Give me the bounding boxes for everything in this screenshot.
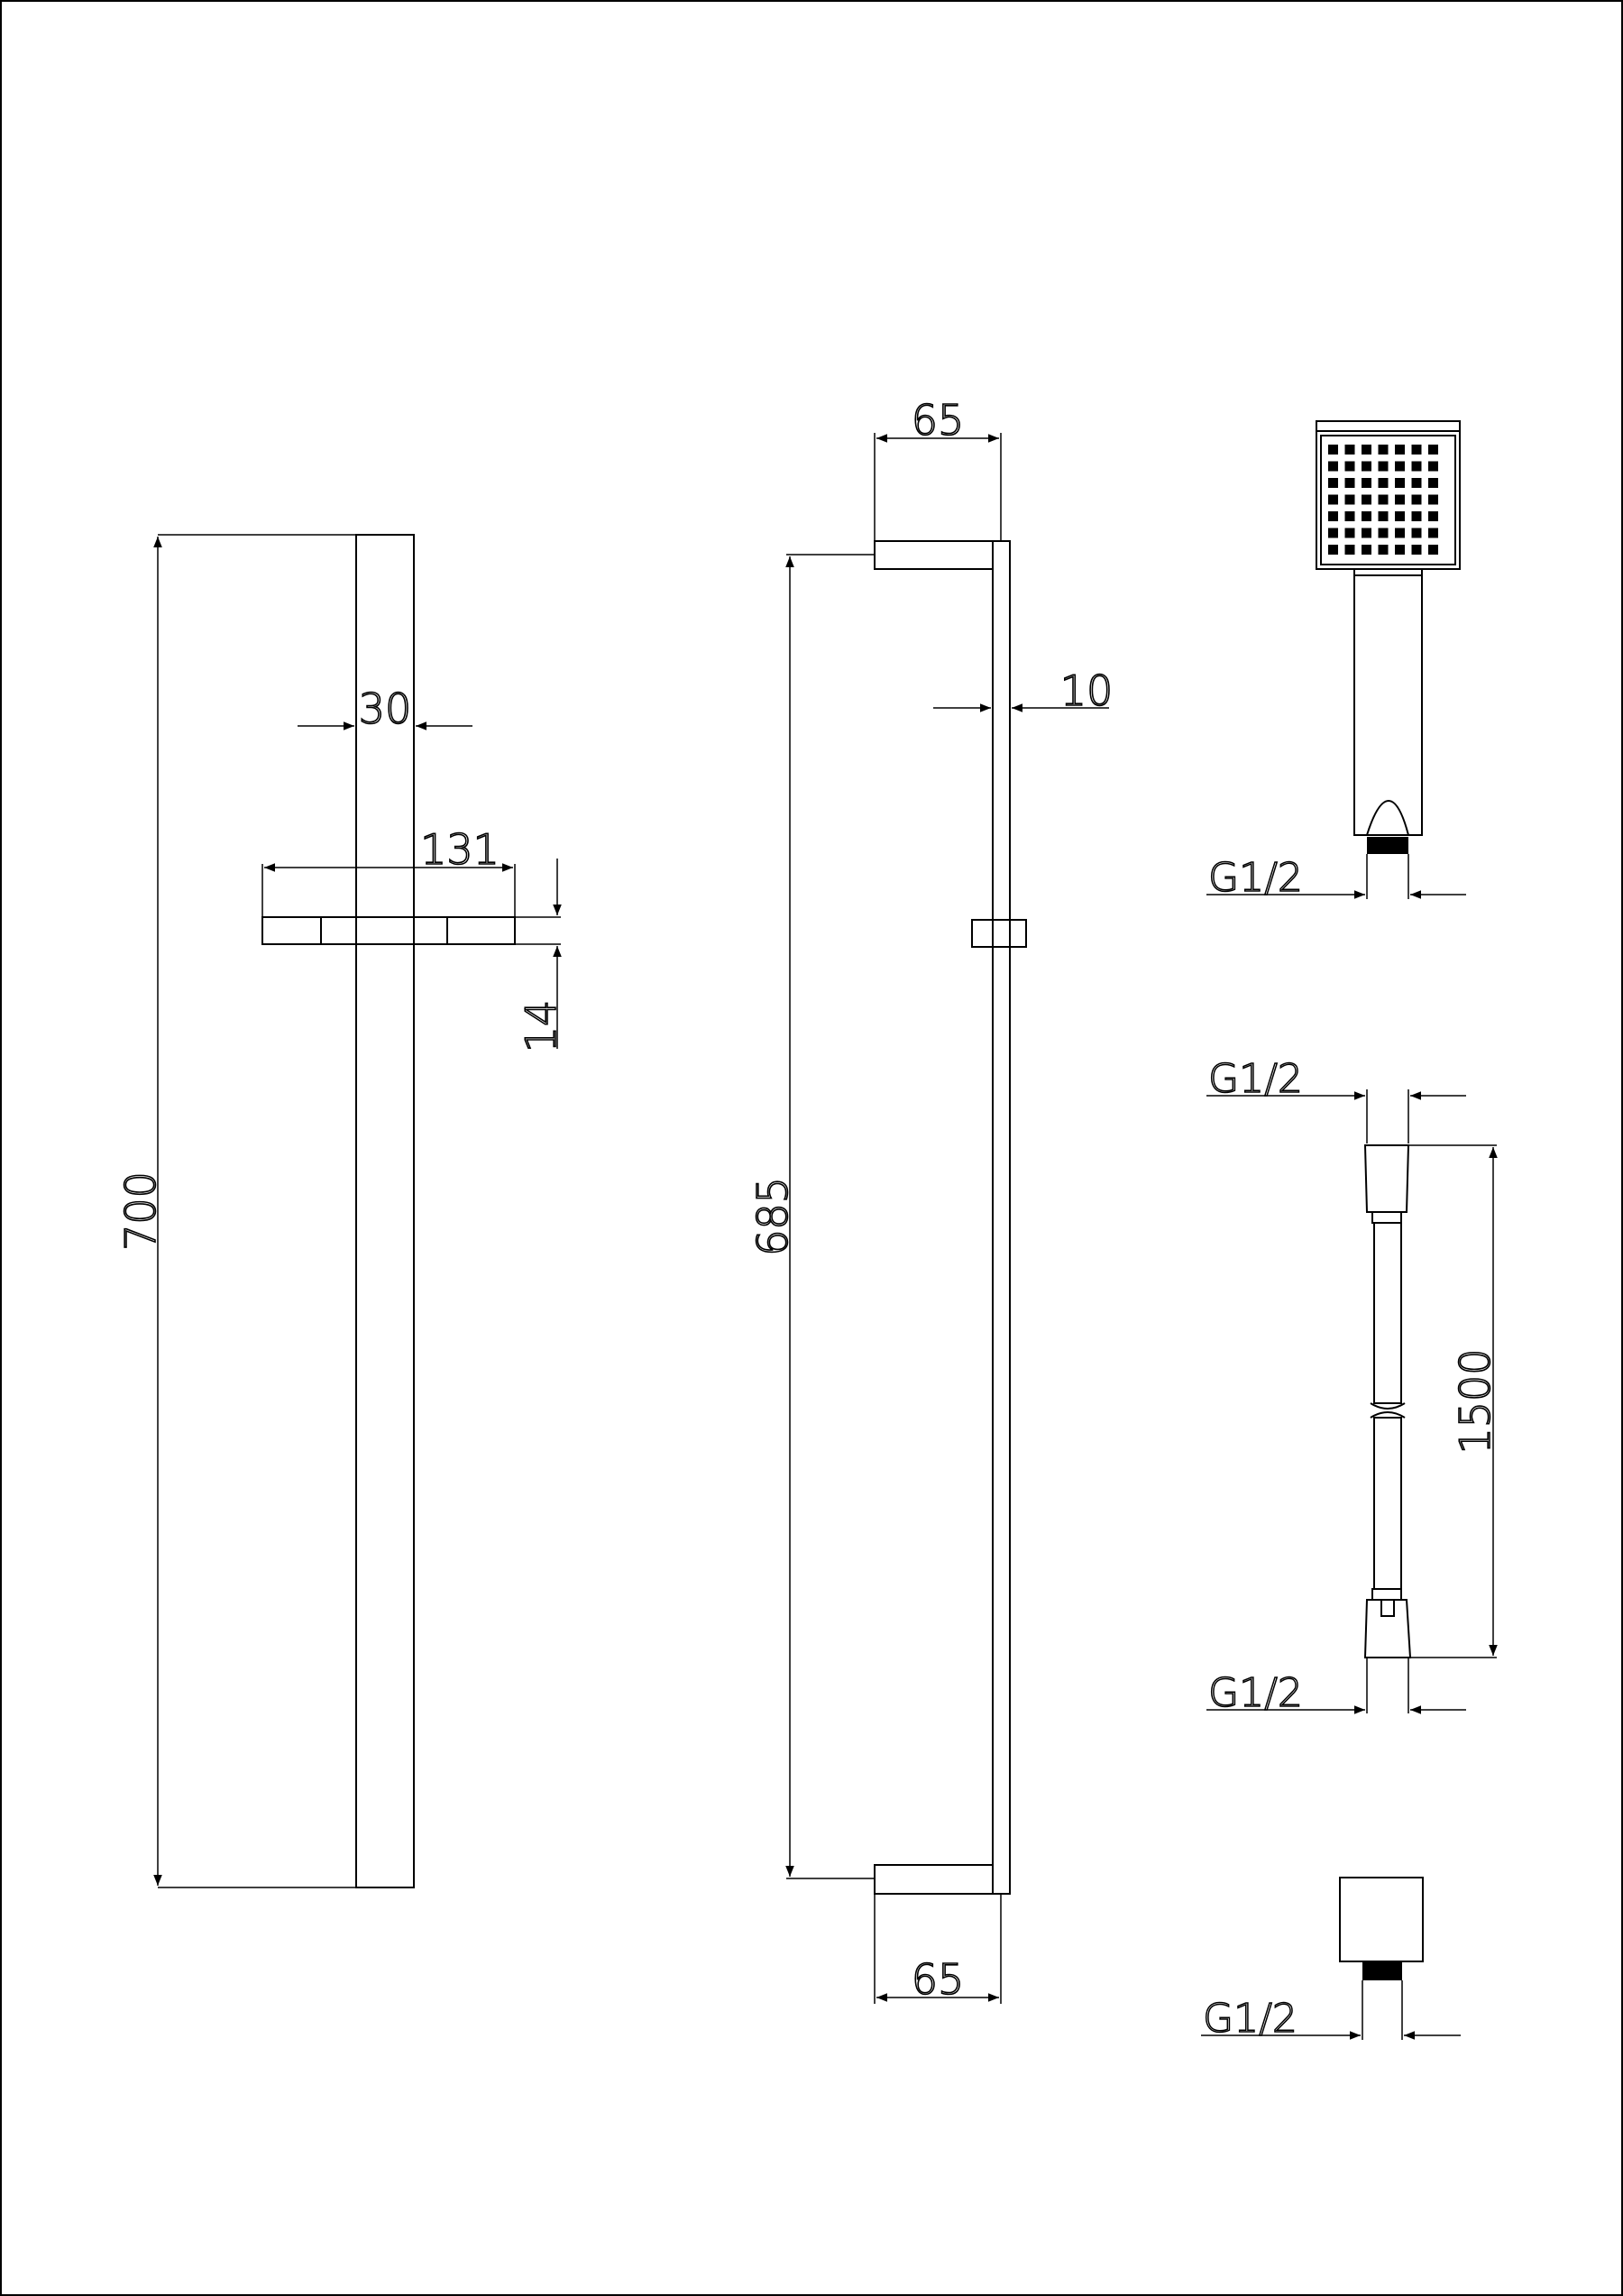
dim-rail-length: 700 — [116, 1171, 165, 1251]
nozzle — [1378, 461, 1389, 472]
nozzle — [1344, 478, 1355, 488]
nozzle — [1411, 478, 1422, 488]
rail-side-bar — [992, 540, 1011, 1895]
dim-hose-length: 1500 — [1451, 1348, 1499, 1454]
nozzle — [1411, 494, 1422, 505]
nozzle — [1395, 528, 1405, 538]
nozzle — [1411, 445, 1422, 455]
dim-bracket-bottom: 65 — [912, 1955, 965, 2004]
nozzle — [1411, 528, 1422, 538]
thread-outlet: G1/2 — [1203, 1996, 1297, 2042]
dim-bracket-span: 685 — [748, 1177, 797, 1256]
nozzle — [1344, 511, 1355, 521]
nozzle — [1328, 528, 1338, 538]
nozzle — [1328, 494, 1338, 505]
rail-side-view: 65 10 685 65 — [747, 395, 1114, 2005]
nozzle — [1428, 528, 1438, 538]
outlet-body — [1339, 1877, 1424, 1962]
nozzle — [1362, 494, 1371, 505]
nozzle — [1378, 511, 1389, 521]
thread-hose-top: G1/2 — [1208, 1056, 1303, 1102]
wall-outlet: G1/2 — [1201, 1877, 1461, 2043]
nozzle — [1428, 478, 1438, 488]
nozzle — [1344, 545, 1355, 555]
outlet-connector — [1362, 1961, 1402, 1980]
nozzle — [1328, 445, 1338, 455]
nozzle — [1395, 461, 1405, 472]
nozzle — [1428, 461, 1438, 472]
nozzle — [1395, 511, 1405, 521]
nozzle — [1362, 528, 1371, 538]
nozzle — [1362, 545, 1371, 555]
nozzle — [1344, 528, 1355, 538]
nozzle — [1362, 511, 1371, 521]
dim-bracket-top: 65 — [912, 396, 965, 445]
nozzle — [1428, 494, 1438, 505]
dim-holder-height: 14 — [517, 1000, 565, 1053]
nozzle — [1362, 478, 1371, 488]
thread-hose-bottom: G1/2 — [1208, 1670, 1303, 1716]
hose-braid-lower — [1373, 1417, 1402, 1590]
dim-rail-thickness: 10 — [1060, 666, 1114, 715]
hand-shower: G1/2 — [1206, 420, 1466, 902]
nozzle — [1344, 461, 1355, 472]
slider-side — [971, 919, 1027, 948]
nozzle — [1362, 445, 1371, 455]
nozzle — [1378, 528, 1389, 538]
nozzle — [1395, 494, 1405, 505]
shower-handle — [1353, 568, 1423, 836]
handset-connector — [1367, 837, 1408, 854]
nozzle — [1395, 478, 1405, 488]
hose-braid-upper — [1373, 1222, 1402, 1404]
bracket-top — [874, 540, 994, 570]
nozzle — [1378, 478, 1389, 488]
nozzle — [1395, 445, 1405, 455]
dim-holder-width: 131 — [420, 825, 500, 874]
nozzle — [1328, 545, 1338, 555]
dim-rail-width: 30 — [359, 684, 412, 733]
nozzle — [1411, 545, 1422, 555]
shower-hose: G1/2 1500 G1/2 — [1206, 1055, 1500, 1717]
nozzle — [1328, 478, 1338, 488]
hose-top-nut — [1363, 1144, 1410, 1213]
nozzle — [1362, 461, 1371, 472]
rail-front-view: 700 30 131 14 — [115, 534, 566, 1888]
nozzle — [1428, 545, 1438, 555]
nozzle — [1395, 545, 1405, 555]
thread-handset: G1/2 — [1208, 855, 1303, 901]
rail-front-bar — [355, 534, 415, 1888]
nozzle — [1411, 511, 1422, 521]
nozzle — [1378, 445, 1389, 455]
nozzle — [1378, 494, 1389, 505]
bracket-bottom — [874, 1864, 994, 1895]
nozzle — [1344, 494, 1355, 505]
slider-holder — [261, 916, 516, 945]
nozzle-grid — [1328, 445, 1438, 555]
nozzle — [1378, 545, 1389, 555]
nozzle — [1428, 511, 1438, 521]
nozzle — [1328, 511, 1338, 521]
nozzle — [1328, 461, 1338, 472]
hose-bottom-nut — [1363, 1599, 1412, 1658]
nozzle — [1428, 445, 1438, 455]
nozzle — [1411, 461, 1422, 472]
nozzle — [1344, 445, 1355, 455]
